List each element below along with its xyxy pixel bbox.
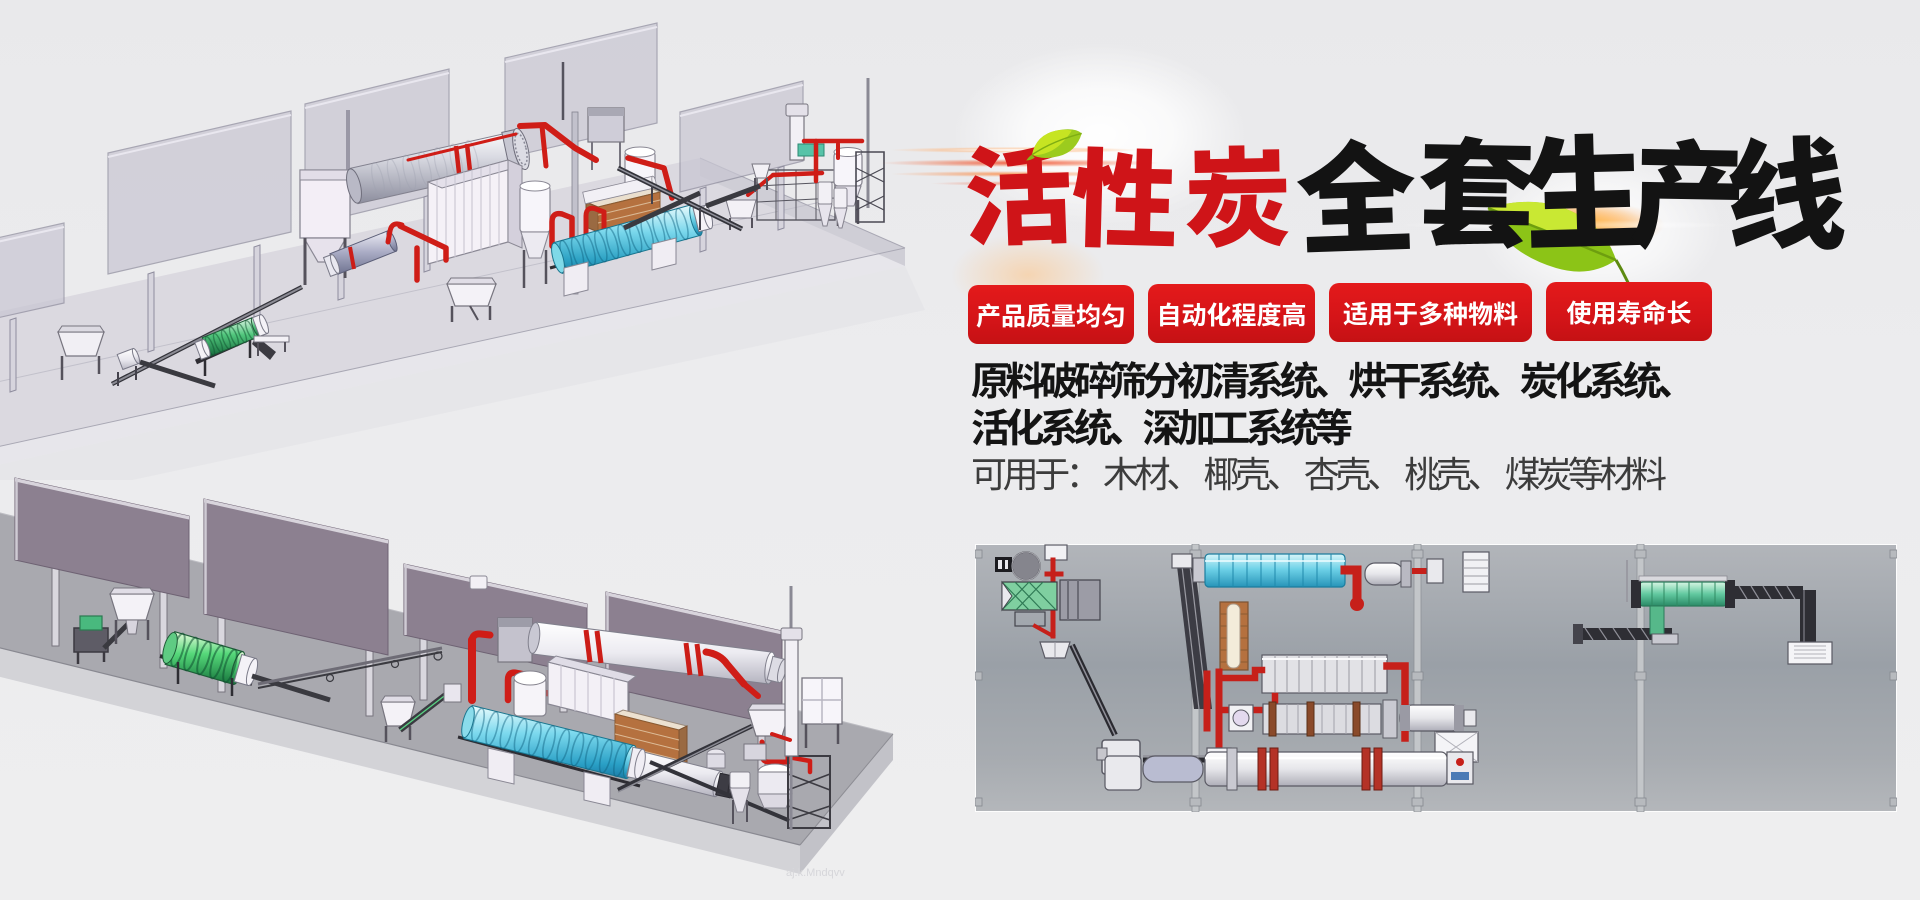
svg-text:aj.k.Mndqvv: aj.k.Mndqvv bbox=[786, 867, 845, 879]
